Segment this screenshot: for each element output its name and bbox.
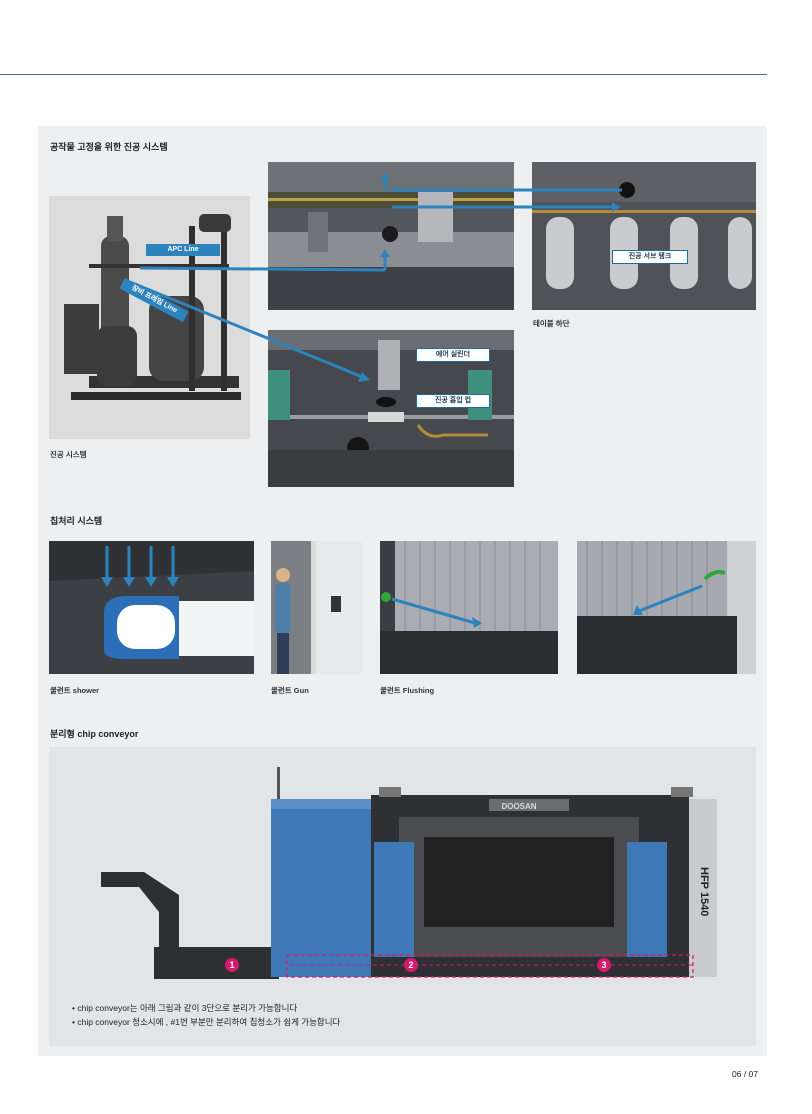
chip-conveyor-image: 1 2 3 DOOSAN HFP 1540 [49, 747, 756, 1046]
label-sub-tank: 진공 서브 탱크 [612, 250, 688, 264]
note-2: • chip conveyor 청소시에 , #1번 부분만 분리하여 칩청소가… [72, 1017, 341, 1027]
coolant-gun-image [271, 541, 362, 674]
marker-3-label: 3 [601, 960, 606, 970]
caption-coolant-shower: 쿨런트 shower [50, 686, 100, 695]
conveyor-notes: • chip conveyor는 아래 그림과 같이 3단으로 분리가 가능합니… [72, 1001, 340, 1029]
coolant-flushing-image-1 [380, 541, 558, 674]
page-number: 06 / 07 [732, 1069, 758, 1079]
note-1: • chip conveyor는 아래 그림과 같이 3단으로 분리가 가능합니… [72, 1003, 298, 1013]
marker-3 [597, 958, 611, 972]
caption-table-underside: 테이블 하단 [533, 319, 570, 328]
caption-coolant-gun: 쿨런트 Gun [271, 686, 309, 695]
marker-1 [225, 958, 239, 972]
caption-coolant-flushing: 쿨런트 Flushing [380, 686, 435, 695]
label-suction-cup: 진공 흡입 컵 [416, 394, 490, 408]
coolant-shower-image [49, 541, 254, 674]
machine-model: HFP 1540 [698, 867, 710, 916]
section-title-chip: 칩처리 시스템 [50, 516, 103, 526]
marker-2-label: 2 [408, 960, 413, 970]
coolant-flushing-image-2 [577, 541, 756, 674]
table-underside-image-1 [268, 162, 514, 310]
table-underside-image-2 [532, 162, 756, 310]
machine-brand: DOOSAN [501, 802, 536, 811]
section-title-conveyor: 분리형 chip conveyor [50, 729, 139, 739]
label-apc-line: APC Line [146, 244, 220, 256]
label-air-cylinder: 에어 실린더 [416, 348, 490, 362]
section-title-vacuum: 공작물 고정을 위한 진공 시스템 [50, 142, 168, 152]
marker-2 [404, 958, 418, 972]
caption-vacuum-system: 진공 시스템 [50, 450, 87, 459]
header-rule [0, 74, 767, 75]
marker-1-label: 1 [229, 960, 234, 970]
